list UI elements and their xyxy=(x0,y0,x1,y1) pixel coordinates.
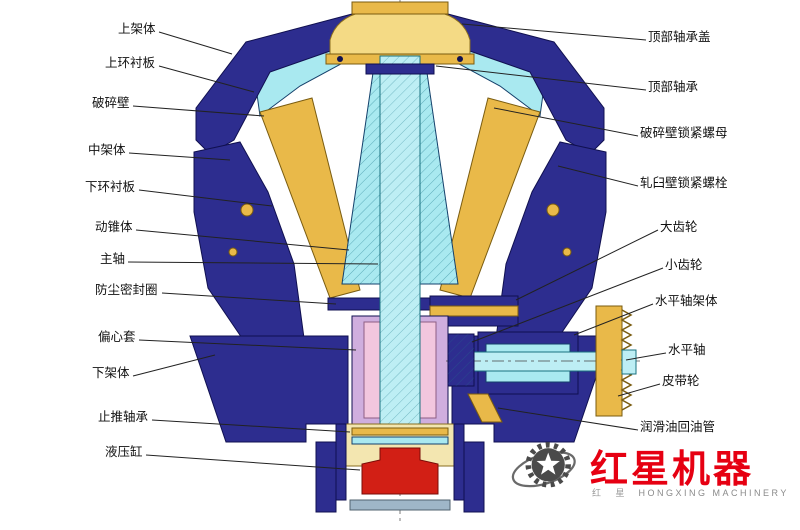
label-horizontal-shaft-frame: 水平轴架体 xyxy=(655,294,718,308)
hydraulic-cylinder-assembly xyxy=(315,423,485,513)
label-crushing-wall: 破碎壁 xyxy=(92,96,130,110)
brand-name: 红星机器 xyxy=(590,449,755,491)
label-horizontal-shaft: 水平轴 xyxy=(668,343,706,357)
horizontal-shaft-assembly xyxy=(446,305,640,423)
brand-logo: 红星机器 红 星 HONGXING MACHINERY xyxy=(506,436,796,522)
label-thrust-bearing: 止推轴承 xyxy=(98,410,149,424)
crushing-wall-liners xyxy=(259,97,541,299)
label-crushing-wall-locknut: 破碎壁锁紧螺母 xyxy=(640,126,728,140)
label-oil-return-pipe: 润滑油回油管 xyxy=(640,420,716,434)
main-shaft xyxy=(365,55,435,453)
middle-frame xyxy=(193,141,607,345)
label-lower-frame: 下架体 xyxy=(92,366,130,380)
upper-frame xyxy=(195,13,605,155)
brand-cn-small: 红 星 xyxy=(592,488,631,498)
belt-pulley xyxy=(595,305,623,417)
top-bearing-cap xyxy=(325,1,475,65)
label-mortar-wall-lockbolt: 轧臼壁锁紧螺栓 xyxy=(640,176,728,190)
support-leg xyxy=(315,441,337,513)
hydraulic-piston xyxy=(361,447,439,495)
brand-subtitle: 红 星 HONGXING MACHINERY xyxy=(592,486,789,499)
gear-star-icon xyxy=(511,442,576,488)
label-dust-seal-ring: 防尘密封圈 xyxy=(95,283,158,297)
label-belt-pulley: 皮带轮 xyxy=(662,374,700,388)
brand-en: HONGXING MACHINERY xyxy=(638,488,789,498)
thrust-bearing xyxy=(351,427,449,436)
label-upper-ring-liner: 上环衬板 xyxy=(105,56,156,70)
label-main-shaft: 主轴 xyxy=(100,252,126,266)
label-lower-ring-liner: 下环衬板 xyxy=(85,180,136,194)
label-eccentric-sleeve: 偏心套 xyxy=(98,330,136,344)
label-upper-frame: 上架体 xyxy=(118,22,156,36)
label-top-bearing-cover: 顶部轴承盖 xyxy=(648,30,711,44)
label-top-bearing: 顶部轴承 xyxy=(648,80,699,94)
oil-return-pipe xyxy=(467,393,503,423)
label-middle-frame: 中架体 xyxy=(88,143,126,157)
top-bearing xyxy=(365,63,435,75)
leader-lines xyxy=(127,23,667,471)
label-hydraulic-cylinder: 液压缸 xyxy=(105,445,143,459)
support-leg xyxy=(463,441,485,513)
label-moving-cone: 动锥体 xyxy=(95,220,133,234)
label-small-gear: 小齿轮 xyxy=(665,258,703,272)
label-large-gear: 大齿轮 xyxy=(660,220,698,234)
